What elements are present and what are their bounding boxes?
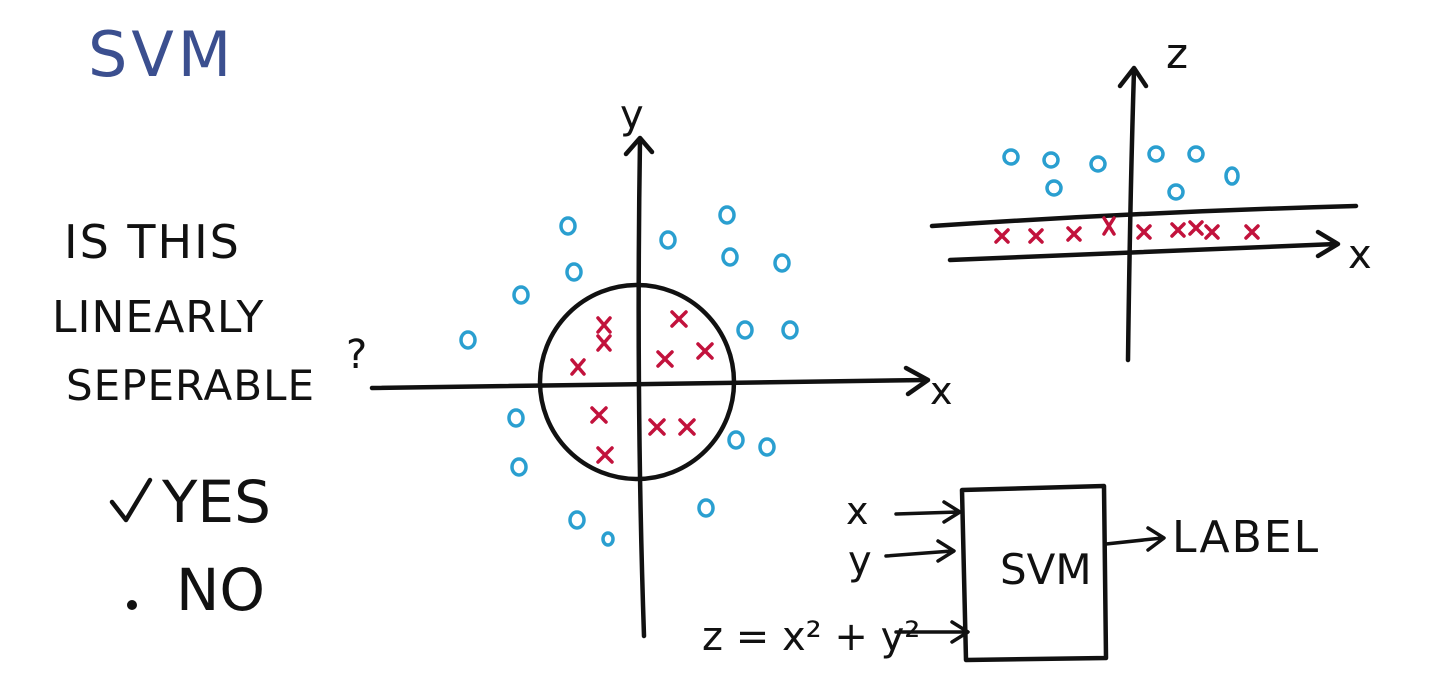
separating-line	[929, 203, 1359, 229]
question-line-1: IS THIS	[64, 215, 241, 269]
input-y-label: y	[848, 538, 872, 584]
negative-point	[1042, 151, 1060, 169]
negative-point	[568, 510, 586, 530]
negative-point	[507, 408, 525, 428]
left-plot: x y	[369, 92, 953, 639]
positive-point	[596, 316, 612, 334]
option-no-label: NO	[176, 556, 265, 624]
positive-point	[670, 310, 688, 328]
negative-point	[718, 205, 736, 225]
positive-point	[994, 228, 1010, 244]
positive-point	[570, 358, 586, 376]
positive-point	[1028, 228, 1044, 244]
input-x-label: x	[846, 489, 869, 533]
negative-point	[601, 531, 615, 547]
negative-points	[1002, 145, 1240, 201]
right-x-arrowhead	[1315, 229, 1341, 259]
positive-point	[1066, 226, 1082, 242]
right-z-arrowhead	[1117, 65, 1149, 89]
negative-point	[727, 430, 745, 450]
negative-point	[565, 262, 583, 282]
positive-point	[696, 342, 714, 360]
right-x-axis	[947, 241, 1339, 263]
positive-point	[656, 350, 674, 368]
positive-point	[590, 406, 608, 424]
negative-point	[773, 253, 791, 273]
option-yes[interactable]: YES	[109, 468, 271, 536]
input-z-label: z = x² + y²	[702, 614, 920, 660]
option-no[interactable]: NO	[127, 556, 265, 624]
left-y-label: y	[620, 92, 644, 138]
positive-point	[1170, 222, 1186, 238]
positive-points	[994, 216, 1260, 244]
left-x-arrowhead	[903, 365, 931, 397]
svm-box-label: SVM	[1000, 545, 1092, 594]
positive-point	[596, 334, 612, 352]
negative-point	[1187, 145, 1205, 163]
decision-circle	[537, 282, 737, 482]
question-line-3: SEPERABLE	[66, 361, 315, 410]
positive-point	[678, 418, 696, 436]
question-line-2: LINEARLY	[52, 292, 264, 343]
left-x-label: x	[930, 369, 953, 413]
negative-point	[510, 457, 528, 477]
negative-point	[1045, 179, 1063, 197]
svm-box	[959, 483, 1109, 663]
negative-point	[512, 285, 530, 305]
right-x-label: x	[1348, 232, 1372, 278]
question-mark: ?	[346, 332, 367, 378]
right-z-label: z	[1166, 29, 1188, 78]
radio-dot-icon	[127, 600, 137, 610]
negative-point	[697, 498, 715, 518]
title: SVM	[88, 18, 235, 91]
positive-points	[570, 310, 714, 464]
negative-point	[659, 230, 677, 250]
left-y-arrowhead	[623, 135, 655, 157]
right-plot: x z	[929, 29, 1372, 363]
negative-point	[459, 330, 477, 350]
positive-point	[1244, 224, 1260, 240]
check-mark-icon	[109, 477, 153, 523]
negative-point	[1224, 166, 1240, 186]
svm-pipeline: x y z = x² + y² SVM LABEL	[702, 483, 1320, 663]
positive-point	[1188, 220, 1204, 236]
input-y-arrow	[884, 539, 956, 563]
right-z-axis	[1125, 67, 1137, 363]
left-y-axis	[636, 137, 647, 639]
negative-point	[1147, 145, 1165, 163]
positive-point	[596, 446, 614, 464]
negative-point	[1167, 183, 1185, 201]
negative-point	[781, 320, 799, 340]
negative-point	[1002, 148, 1020, 166]
negative-point	[1089, 155, 1107, 173]
output-label: LABEL	[1172, 512, 1320, 563]
left-x-axis	[369, 377, 929, 391]
output-arrow	[1104, 526, 1166, 552]
input-z-arrow	[894, 620, 970, 644]
negative-point	[559, 216, 577, 236]
input-x-arrow	[894, 500, 962, 524]
positive-point	[1204, 224, 1220, 240]
negative-points	[459, 205, 799, 547]
positive-point	[1102, 216, 1116, 236]
negative-point	[736, 320, 754, 340]
positive-point	[1136, 224, 1152, 240]
option-yes-label: YES	[161, 468, 271, 536]
positive-point	[648, 418, 666, 436]
negative-point	[758, 437, 776, 457]
negative-point	[721, 247, 739, 267]
